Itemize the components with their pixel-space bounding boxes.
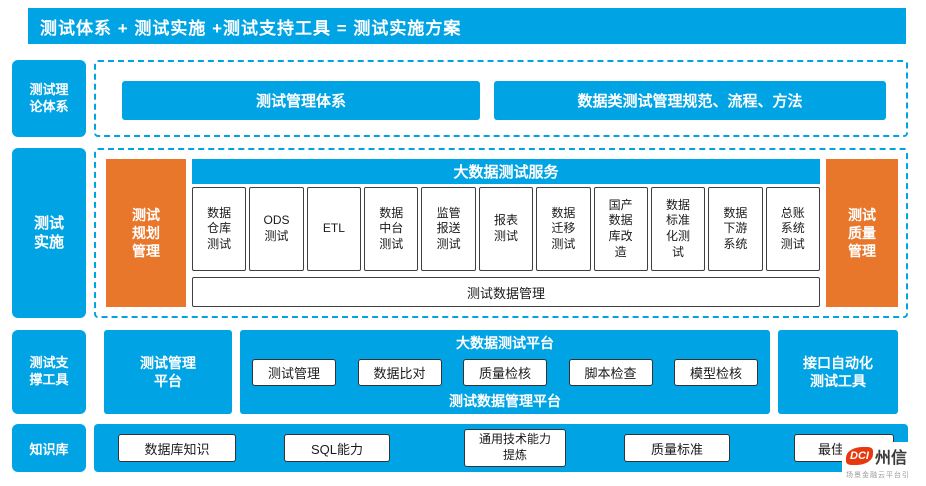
api-automation-test-tool-box: 接口自动化测试工具 xyxy=(778,330,898,414)
test-planning-management-box: 测试规划管理 xyxy=(106,159,186,307)
service-cell: ETL xyxy=(306,187,362,271)
service-cell: 数据仓库测试 xyxy=(192,187,247,271)
service-cell-text: 监管报送测试 xyxy=(436,205,461,251)
bigdata-test-platform-panel: 大数据测试平台 测试管理 数据比对 质量检核 脚本检查 模型检核 测试数据管理平… xyxy=(240,330,770,414)
tool-item: 数据比对 xyxy=(357,358,442,386)
service-cell: 数据标准化测试 xyxy=(650,187,706,271)
row-label-implementation-text: 测试实施 xyxy=(33,214,64,252)
tool-item: 质量检核 xyxy=(463,358,547,386)
row-label-support-tools: 测试支撑工具 xyxy=(12,330,86,414)
knowledge-item: 数据库知识 xyxy=(118,434,236,462)
row-label-knowledge-base-text: 知识库 xyxy=(29,441,69,457)
service-cell-text: 数据仓库测试 xyxy=(207,205,232,251)
title-bar: 测试体系 + 测试实施 +测试支持工具 = 测试实施方案 xyxy=(28,8,906,44)
service-cell: 数据下游系统 xyxy=(708,187,763,271)
service-cell: 监管报送测试 xyxy=(421,187,476,271)
theory-row-container: 测试管理体系 数据类测试管理规范、流程、方法 xyxy=(94,60,908,137)
service-cell: 数据中台测试 xyxy=(364,187,419,271)
test-data-management-platform-footer: 测试数据管理平台 xyxy=(449,393,561,409)
service-cell-text: 总账系统测试 xyxy=(780,205,805,251)
service-cell-text: 数据下游系统 xyxy=(723,205,748,251)
test-data-management-box: 测试数据管理 xyxy=(192,277,820,307)
knowledge-item: SQL能力 xyxy=(284,434,390,462)
service-cell: ODS测试 xyxy=(249,187,304,271)
service-cell: 报表测试 xyxy=(478,187,534,271)
api-automation-test-tool-text: 接口自动化测试工具 xyxy=(803,354,873,389)
tool-item: 模型检核 xyxy=(674,358,758,386)
service-cell-grid: 数据仓库测试 ODS测试 ETL 数据中台测试 监管报送测试 报表测试 数据迁移… xyxy=(192,187,820,271)
page-title: 测试体系 + 测试实施 +测试支持工具 = 测试实施方案 xyxy=(40,18,462,38)
test-quality-management-box: 测试质量管理 xyxy=(826,159,898,307)
row-label-theory: 测试理论体系 xyxy=(12,60,86,137)
bigdata-test-platform-header: 大数据测试平台 xyxy=(456,335,554,351)
bigdata-test-service-header: 大数据测试服务 xyxy=(192,159,820,184)
knowledge-base-container: 数据库知识 SQL能力 通用技术能力提炼 质量标准 最佳实践 xyxy=(94,424,908,472)
row-label-implementation: 测试实施 xyxy=(12,148,86,318)
test-management-platform-text: 测试管理平台 xyxy=(140,354,196,389)
theory-item-test-management-system: 测试管理体系 xyxy=(122,81,480,120)
service-cell: 总账系统测试 xyxy=(765,187,820,271)
test-quality-management-text: 测试质量管理 xyxy=(848,206,876,260)
knowledge-item-text: 通用技术能力提炼 xyxy=(478,432,551,462)
theory-item-data-test-standards: 数据类测试管理规范、流程、方法 xyxy=(494,81,886,120)
service-cell-text: ODS测试 xyxy=(263,213,290,243)
implementation-row-container: 测试规划管理 大数据测试服务 数据仓库测试 ODS测试 ETL 数据中台测试 监… xyxy=(94,148,908,318)
service-cell-text: 数据中台测试 xyxy=(379,205,404,251)
company-logo-tagline: 场景金融云平台引 xyxy=(846,472,910,479)
tool-item: 脚本检查 xyxy=(568,358,653,386)
company-logo: DCI 州信 场景金融云平台引 xyxy=(842,442,926,486)
service-cell: 国产数据库改造 xyxy=(593,187,648,271)
knowledge-item: 质量标准 xyxy=(624,434,730,462)
service-cell-text: 报表测试 xyxy=(493,213,518,243)
knowledge-item: 通用技术能力提炼 xyxy=(464,429,566,467)
tool-item: 测试管理 xyxy=(252,358,336,386)
row-label-support-tools-text: 测试支撑工具 xyxy=(29,355,69,387)
company-logo-row: DCI 州信 xyxy=(846,444,926,468)
service-cell-text: 数据标准化测试 xyxy=(666,197,691,259)
service-cell: 数据迁移测试 xyxy=(536,187,591,271)
row-label-theory-text: 测试理论体系 xyxy=(29,81,69,114)
platform-tool-row: 测试管理 数据比对 质量检核 脚本检查 模型检核 xyxy=(252,358,758,386)
row-label-knowledge-base: 知识库 xyxy=(12,424,86,472)
test-management-platform-box: 测试管理平台 xyxy=(104,330,232,414)
service-cell-text: 国产数据库改造 xyxy=(608,197,633,259)
test-planning-management-text: 测试规划管理 xyxy=(132,206,160,260)
company-logo-icon: DCI xyxy=(846,447,873,465)
service-cell-text: ETL xyxy=(322,221,345,236)
company-logo-name: 州信 xyxy=(874,450,907,467)
service-cell-text: 数据迁移测试 xyxy=(551,205,576,251)
